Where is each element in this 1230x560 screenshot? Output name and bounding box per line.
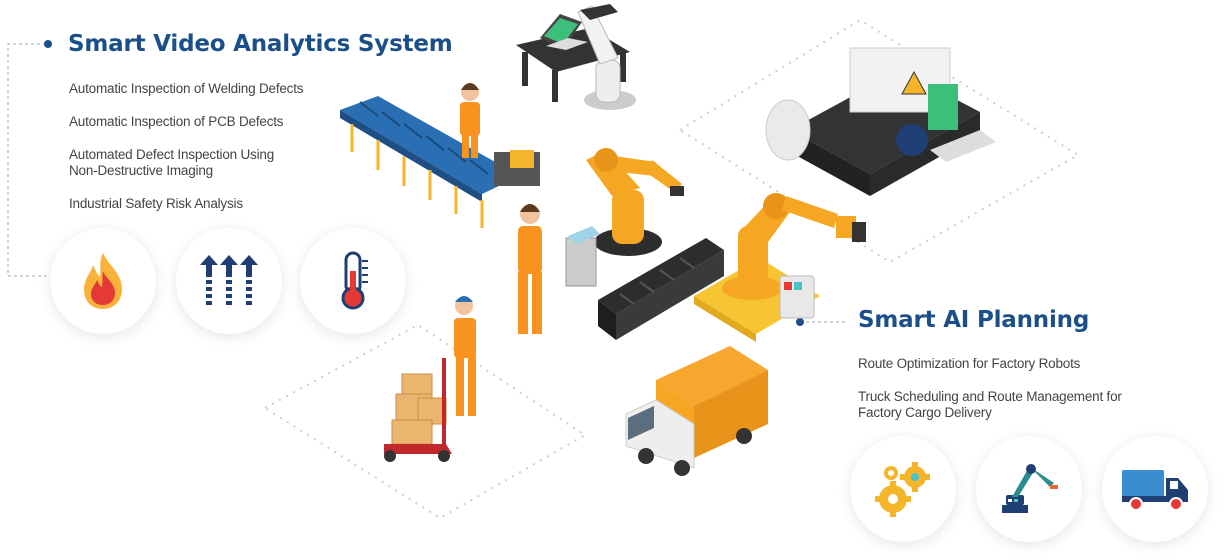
thermometer-icon [341, 251, 368, 310]
blue-conveyor [340, 96, 540, 228]
truck-icon-circle [1102, 436, 1208, 542]
ai-planning-title: Smart AI Planning [858, 307, 1090, 333]
title-bullet [44, 40, 52, 48]
robot-arm-icon [1002, 464, 1058, 513]
worker-conveyor [460, 83, 480, 158]
white-robot-arm [577, 4, 636, 110]
worker-control-panel [518, 204, 600, 334]
delivery-truck [625, 346, 768, 476]
inspection-machine [765, 47, 996, 196]
video-analytics-title: Smart Video Analytics System [68, 31, 453, 57]
video-item-pcb: Automatic Inspection of PCB Defects [69, 114, 284, 129]
orange-robot-arm-2 [694, 193, 866, 342]
worker-hand-truck [384, 296, 476, 462]
arrows-icon-circle [176, 228, 282, 334]
video-item-safety: Industrial Safety Risk Analysis [69, 196, 243, 211]
video-item-ndi-line1: Automated Defect Inspection Using [69, 147, 275, 162]
robot-arm-icon-circle [976, 436, 1082, 542]
video-item-ndi-line2: Non-Destructive Imaging [69, 163, 213, 178]
upload-arrows-icon [200, 255, 258, 305]
planning-bullet [796, 318, 804, 326]
gears-icon-circle [850, 436, 956, 542]
orange-robot-arm-1 [586, 148, 684, 256]
black-conveyor [598, 238, 724, 340]
planning-item-truck-line2: Factory Cargo Delivery [858, 405, 992, 420]
planning-item-route: Route Optimization for Factory Robots [858, 356, 1081, 371]
planning-item-truck-line1: Truck Scheduling and Route Management fo… [858, 389, 1122, 404]
thermometer-icon-circle [300, 228, 406, 334]
gears-icon [875, 462, 930, 517]
fire-icon [84, 253, 122, 309]
video-item-welding: Automatic Inspection of Welding Defects [69, 81, 304, 96]
truck-icon [1122, 470, 1188, 511]
fire-icon-circle [50, 228, 156, 334]
